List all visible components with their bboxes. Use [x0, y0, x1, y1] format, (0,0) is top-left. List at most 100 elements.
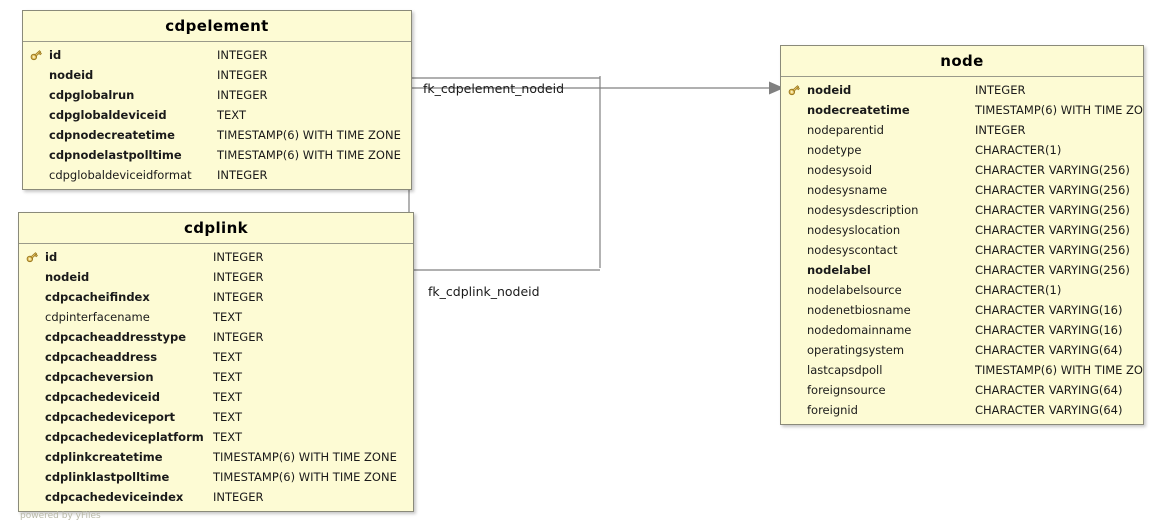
attribute-name: nodesyslocation: [807, 223, 901, 237]
attribute-name: nodedomainname: [807, 323, 912, 337]
attribute-name: nodeparentid: [807, 123, 884, 137]
primary-key-icon: [781, 83, 807, 97]
attribute-row: foreignid CHARACTER VARYING(64): [781, 400, 1143, 420]
attribute-type: CHARACTER VARYING(256): [975, 243, 1130, 257]
attribute-row: id INTEGER: [19, 247, 413, 267]
attribute-type: TEXT: [217, 108, 246, 122]
attribute-row: cdpcacheversion TEXT: [19, 367, 413, 387]
attribute-name: cdpinterfacename: [45, 310, 150, 324]
attribute-name: foreignsource: [807, 383, 886, 397]
attribute-type: INTEGER: [213, 490, 264, 504]
attribute-type: CHARACTER(1): [975, 143, 1062, 157]
attribute-type: TIMESTAMP(6) WITH TIME ZONE: [975, 103, 1143, 117]
attribute-type: TEXT: [213, 430, 242, 444]
attribute-type: INTEGER: [213, 290, 264, 304]
attribute-row: nodeid INTEGER: [781, 80, 1143, 100]
attribute-name: cdpcachedeviceindex: [45, 490, 184, 504]
attribute-type: INTEGER: [213, 330, 264, 344]
attribute-type: INTEGER: [217, 168, 268, 182]
attribute-name: nodesysdescription: [807, 203, 919, 217]
attribute-name: id: [49, 48, 62, 62]
attribute-row: nodeparentid INTEGER: [781, 120, 1143, 140]
attribute-name: cdpnodelastpolltime: [49, 148, 182, 162]
attribute-name: nodesysname: [807, 183, 888, 197]
attribute-name: cdpcacheaddresstype: [45, 330, 187, 344]
attribute-row: nodesyslocation CHARACTER VARYING(256): [781, 220, 1143, 240]
attribute-name: nodeid: [45, 270, 90, 284]
attribute-name: nodeid: [49, 68, 94, 82]
attribute-type: CHARACTER VARYING(16): [975, 303, 1123, 317]
attribute-type: TIMESTAMP(6) WITH TIME ZONE: [213, 470, 397, 484]
attribute-type: INTEGER: [217, 48, 268, 62]
attribute-type: CHARACTER VARYING(256): [975, 263, 1130, 277]
attribute-name: nodelabelsource: [807, 283, 902, 297]
attribute-name: cdpglobalrun: [49, 88, 135, 102]
attribute-type: TEXT: [213, 350, 242, 364]
attribute-type: INTEGER: [975, 83, 1026, 97]
attribute-row: nodesyscontact CHARACTER VARYING(256): [781, 240, 1143, 260]
attribute-type: CHARACTER VARYING(256): [975, 223, 1130, 237]
attribute-row: foreignsource CHARACTER VARYING(64): [781, 380, 1143, 400]
attribute-type: CHARACTER VARYING(64): [975, 343, 1123, 357]
attribute-type: TIMESTAMP(6) WITH TIME ZONE: [217, 148, 401, 162]
attribute-type: TIMESTAMP(6) WITH TIME ZONE: [213, 450, 397, 464]
attribute-row: nodesysname CHARACTER VARYING(256): [781, 180, 1143, 200]
attribute-name: id: [45, 250, 58, 264]
attribute-row: cdpcachedeviceid TEXT: [19, 387, 413, 407]
attribute-row: cdplinkcreatetime TIMESTAMP(6) WITH TIME …: [19, 447, 413, 467]
attribute-name: foreignid: [807, 403, 858, 417]
attribute-row: cdpcacheaddresstype INTEGER: [19, 327, 413, 347]
attribute-type: INTEGER: [975, 123, 1026, 137]
attribute-name: nodesyscontact: [807, 243, 898, 257]
attribute-row: cdpglobaldeviceid TEXT: [23, 105, 411, 125]
attribute-type: TEXT: [213, 390, 242, 404]
relationship-label-fk-cdpelement-nodeid: fk_cdpelement_nodeid: [423, 81, 565, 96]
attribute-type: INTEGER: [217, 88, 268, 102]
attribute-row: id INTEGER: [23, 45, 411, 65]
entity-title-cdpelement: cdpelement: [23, 11, 411, 42]
attribute-type: CHARACTER VARYING(16): [975, 323, 1123, 337]
entity-title-cdplink: cdplink: [19, 213, 413, 244]
attribute-name: cdpcachedeviceport: [45, 410, 176, 424]
attribute-type: CHARACTER VARYING(256): [975, 163, 1130, 177]
attribute-row: cdpglobaldeviceidformat INTEGER: [23, 165, 411, 185]
attribute-name: nodeid: [807, 83, 852, 97]
attribute-type: TIMESTAMP(6) WITH TIME ZONE: [217, 128, 401, 142]
attribute-name: cdpnodecreatetime: [49, 128, 175, 142]
attribute-type: TIMESTAMP(6) WITH TIME ZONE: [975, 363, 1143, 377]
attribute-type: CHARACTER VARYING(64): [975, 383, 1123, 397]
attribute-name: cdpcacheversion: [45, 370, 154, 384]
attribute-row: cdpcachedeviceindex INTEGER: [19, 487, 413, 507]
attribute-type: INTEGER: [217, 68, 268, 82]
attribute-row: nodeid INTEGER: [23, 65, 411, 85]
attribute-type: CHARACTER VARYING(256): [975, 183, 1130, 197]
attribute-name: cdplinkcreatetime: [45, 450, 163, 464]
attribute-type: CHARACTER VARYING(64): [975, 403, 1123, 417]
attribute-row: nodenetbiosname CHARACTER VARYING(16): [781, 300, 1143, 320]
attribute-name: nodenetbiosname: [807, 303, 911, 317]
attribute-name: cdpcachedeviceid: [45, 390, 160, 404]
attribute-name: cdpglobaldeviceid: [49, 108, 167, 122]
attribute-type: TEXT: [213, 410, 242, 424]
attribute-type: TEXT: [213, 370, 242, 384]
attribute-name: cdpglobaldeviceidformat: [49, 168, 192, 182]
entity-title-node: node: [781, 46, 1143, 77]
attribute-type: INTEGER: [213, 250, 264, 264]
